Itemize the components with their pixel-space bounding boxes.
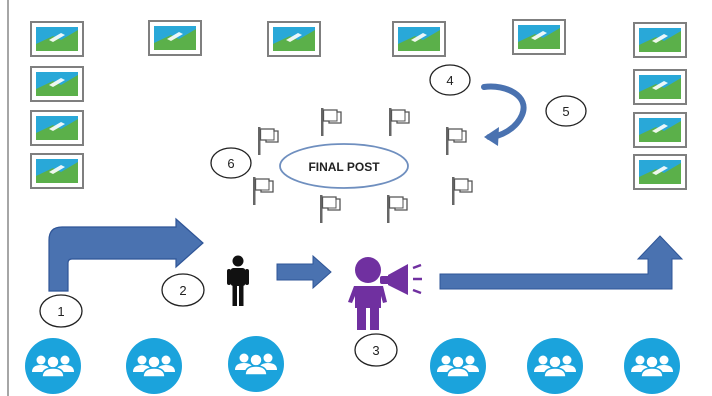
- step-marker-2: 2: [161, 273, 205, 307]
- person-icon: [227, 255, 249, 306]
- step-marker-6: 6: [210, 147, 252, 179]
- step-number: 5: [562, 104, 569, 119]
- group-icon: [526, 337, 584, 395]
- picture-frame-icon: [392, 21, 446, 57]
- curved-arrow-5-head: [484, 127, 499, 146]
- group-icon: [429, 337, 487, 395]
- flag-icon: [445, 126, 467, 156]
- step-number: 1: [57, 304, 64, 319]
- picture-frame-icon: [633, 154, 687, 190]
- picture-frame-icon: [633, 69, 687, 105]
- picture-frame-icon: [267, 21, 321, 57]
- flag-icon: [386, 194, 408, 224]
- curved-arrow-5: [481, 83, 527, 140]
- flag-icon: [319, 194, 341, 224]
- flag-icon: [320, 107, 342, 137]
- picture-frame-icon: [30, 66, 84, 102]
- step-marker-1: 1: [39, 294, 83, 328]
- megaphone-person-icon: [348, 257, 422, 330]
- group-icon: [227, 335, 285, 393]
- flag-icon: [388, 107, 410, 137]
- flag-icon: [257, 126, 279, 156]
- flag-icon: [451, 176, 473, 206]
- picture-frame-icon: [633, 22, 687, 58]
- step-marker-3: 3: [354, 333, 398, 367]
- picture-frame-icon: [148, 20, 202, 56]
- picture-frame-icon: [30, 21, 84, 57]
- arrow-2-to-3: [276, 254, 332, 290]
- group-icon: [24, 337, 82, 395]
- group-icon: [623, 337, 681, 395]
- step-number: 2: [179, 283, 186, 298]
- final-post-label: FINAL POST: [308, 160, 380, 174]
- step-number: 3: [372, 343, 379, 358]
- long-arrow-to-frames: [439, 235, 684, 290]
- step-number: 6: [227, 156, 234, 171]
- final-post-oval: [279, 143, 409, 189]
- picture-frame-icon: [512, 19, 566, 55]
- group-icon: [125, 337, 183, 395]
- step-number: 4: [446, 73, 453, 88]
- step-marker-5: 5: [545, 95, 587, 127]
- picture-frame-icon: [30, 110, 84, 146]
- picture-frame-icon: [633, 112, 687, 148]
- picture-frame-icon: [30, 153, 84, 189]
- bent-arrow-1: [48, 217, 204, 292]
- step-marker-4: 4: [429, 64, 471, 96]
- flag-icon: [252, 176, 274, 206]
